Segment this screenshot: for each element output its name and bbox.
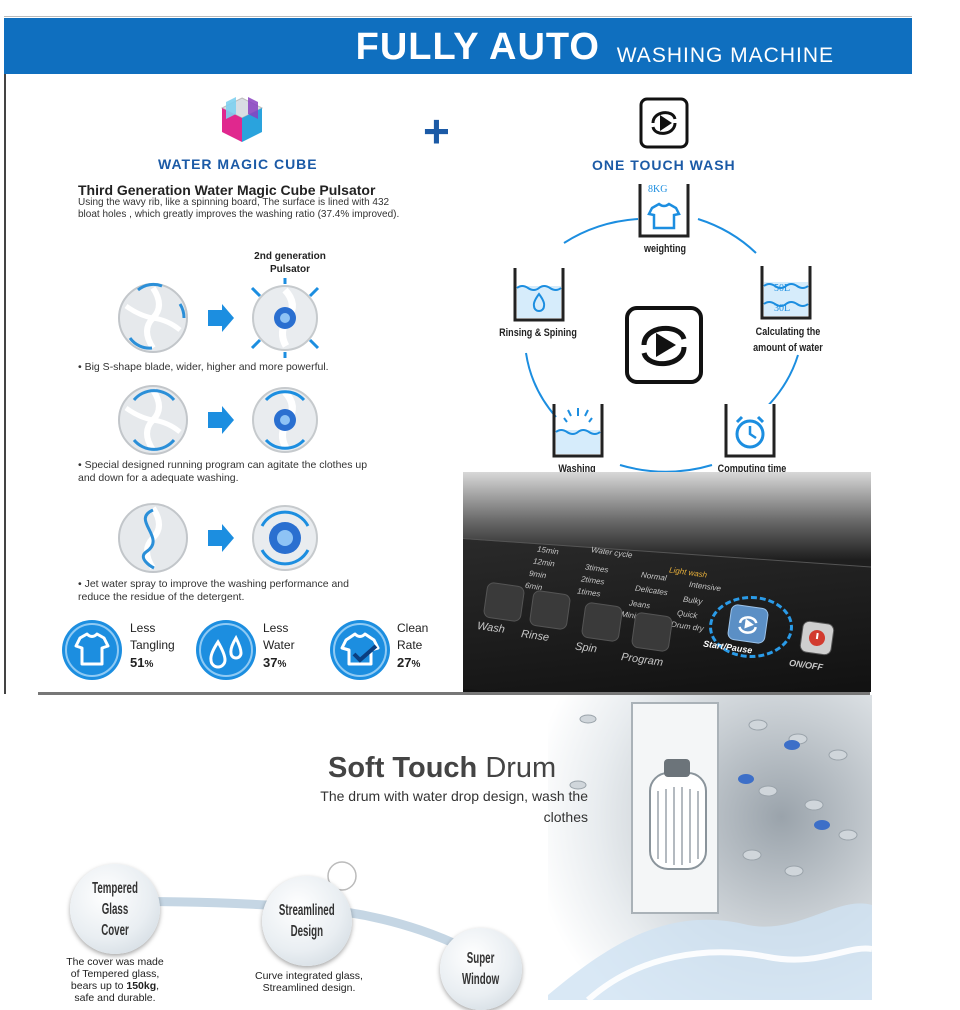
water-level-tub-icon bbox=[760, 266, 812, 320]
tempered-desc-line2: of Tempered glass, bbox=[70, 968, 160, 980]
generation-label: 2nd generation Pulsator bbox=[240, 250, 340, 276]
soft-touch-title-light: Drum bbox=[477, 752, 557, 784]
start-pause-button[interactable] bbox=[726, 603, 770, 645]
step-calculating-label: Calculating the amount of water bbox=[747, 324, 829, 356]
stat-tangling-value: 51% bbox=[130, 654, 175, 673]
stat-water-unit: % bbox=[277, 659, 287, 670]
pulsator-bullet-1: • Big S-shape blade, wider, higher and m… bbox=[78, 361, 329, 373]
rinsing-tub-icon bbox=[513, 268, 565, 322]
streamlined-line1: Streamlined bbox=[279, 902, 335, 919]
tempered-line2: Glass Cover bbox=[101, 900, 129, 939]
one-touch-center-icon bbox=[625, 306, 703, 384]
washing-tub-icon bbox=[552, 404, 604, 458]
stat-tangling-line2: Tangling bbox=[130, 638, 175, 652]
water-level-50: 50L bbox=[774, 283, 791, 294]
streamlined-desc-line2: Streamlined design. bbox=[262, 982, 356, 994]
stat-clean: Clean Rate 27% bbox=[397, 620, 428, 673]
step-calculating-line2: amount of water bbox=[753, 342, 823, 354]
top-rule bbox=[4, 16, 912, 17]
section-divider bbox=[38, 692, 870, 695]
water-level-30: 30L bbox=[774, 303, 791, 314]
clean-shirt-icon bbox=[330, 620, 390, 680]
weighting-tub-icon bbox=[638, 184, 690, 238]
super-window-line2: Window bbox=[462, 971, 500, 988]
pulsator-comparison-1 bbox=[118, 278, 320, 358]
power-icon bbox=[809, 630, 825, 646]
water-drops-icon bbox=[196, 620, 256, 680]
pulsator-comparison-3 bbox=[118, 503, 318, 573]
header-title-sub: WASHING MACHINE bbox=[616, 44, 834, 67]
stat-water-line2: Water bbox=[263, 638, 295, 652]
stat-tangling-unit: % bbox=[144, 659, 154, 670]
pulsator-title: Third Generation Water Magic Cube Pulsat… bbox=[78, 182, 376, 198]
stat-tangling-number: 51 bbox=[130, 655, 145, 670]
control-panel-photo: Water cycle Light wash Normal Intensive … bbox=[463, 472, 871, 692]
step-rinsing-label: Rinsing & Spining bbox=[499, 327, 577, 339]
left-border bbox=[4, 74, 6, 694]
water-magic-cube-label: WATER MAGIC CUBE bbox=[158, 156, 318, 172]
soft-touch-description: The drum with water drop design, wash th… bbox=[320, 788, 588, 825]
stat-clean-value: 27% bbox=[397, 654, 428, 673]
stat-tangling: Less Tangling 51% bbox=[130, 620, 175, 673]
program-button[interactable] bbox=[630, 611, 674, 653]
pulsator-description: Using the wavy rib, like a spinning boar… bbox=[78, 197, 400, 220]
stat-clean-line1: Clean bbox=[397, 621, 429, 635]
soft-touch-title-bold: Soft Touch bbox=[328, 752, 478, 784]
streamlined-line2: Design bbox=[290, 923, 324, 940]
shirt-icon bbox=[62, 620, 122, 680]
one-touch-wash-icon bbox=[639, 97, 689, 149]
step-weighting-label: weighting bbox=[643, 243, 687, 255]
rinse-button[interactable] bbox=[528, 589, 572, 631]
step-calculating-line1: Calculating the bbox=[755, 326, 821, 338]
header-banner: FULLY AUTO WASHING MACHINE bbox=[4, 18, 912, 74]
one-touch-wash-label: ONE TOUCH WASH bbox=[592, 157, 736, 173]
pulsator-comparison-2 bbox=[118, 385, 318, 455]
super-window-line1: Super bbox=[467, 950, 495, 967]
stat-water-line1: Less bbox=[263, 621, 289, 635]
start-pause-icon bbox=[738, 616, 758, 634]
spin-button[interactable] bbox=[580, 601, 624, 643]
header-title-main: FULLY AUTO bbox=[355, 26, 600, 68]
soft-touch-title: Soft Touch Drum bbox=[328, 752, 556, 785]
stat-clean-number: 27 bbox=[397, 655, 412, 670]
tempered-desc-3a: bears up to bbox=[70, 980, 127, 992]
pulsator-bullet-3: • Jet water spray to improve the washing… bbox=[78, 578, 349, 603]
drum-photo bbox=[548, 695, 873, 1003]
stat-water-number: 37 bbox=[263, 655, 278, 670]
generation-label-line1: 2nd generation bbox=[254, 251, 326, 262]
streamlined-description: Curve integrated glass, Streamlined desi… bbox=[236, 970, 382, 994]
tempered-desc-line4: safe and durable. bbox=[74, 992, 156, 1004]
tempered-desc-load: 150kg bbox=[126, 980, 157, 992]
tempered-desc-line3: bears up to 150kg, bbox=[52, 980, 178, 992]
stat-water: Less Water 37% bbox=[263, 620, 295, 673]
generation-label-line2: Pulsator bbox=[269, 264, 310, 275]
stat-clean-unit: % bbox=[411, 659, 421, 670]
tempered-desc-line1: The cover was made bbox=[66, 956, 164, 968]
tempered-description: The cover was made of Tempered glass, be… bbox=[52, 956, 178, 1004]
tempered-line1: Tempered bbox=[92, 879, 138, 897]
streamlined-desc-line1: Curve integrated glass, bbox=[255, 970, 363, 982]
wash-button[interactable] bbox=[482, 581, 526, 623]
water-magic-cube-icon bbox=[220, 97, 264, 142]
stat-water-value: 37% bbox=[263, 654, 295, 673]
tempered-desc-3c: , bbox=[156, 980, 160, 992]
power-button[interactable] bbox=[798, 619, 836, 657]
weight-readout: 8KG bbox=[648, 184, 668, 195]
stat-tangling-line1: Less bbox=[130, 621, 156, 635]
pulsator-bullet-2: • Special designed running program can a… bbox=[78, 459, 368, 484]
start-highlight-ring bbox=[709, 596, 793, 658]
plus-symbol: + bbox=[423, 105, 450, 157]
alarm-clock-tub-icon bbox=[724, 404, 776, 458]
stat-clean-line2: Rate bbox=[397, 638, 423, 652]
drum-illustration bbox=[548, 702, 873, 1003]
